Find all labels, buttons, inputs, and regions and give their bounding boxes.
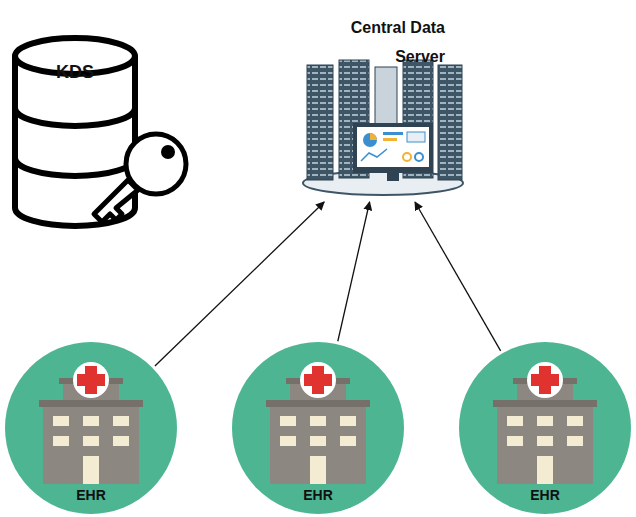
arrow-connector [415, 202, 501, 351]
hospital-node: EHR [232, 342, 404, 514]
hospital-circle [232, 342, 404, 514]
hospital-circle [5, 342, 177, 514]
arrow-connector [338, 202, 370, 341]
server-node: Central Data Server [295, 5, 470, 200]
node-label: KDS [10, 62, 140, 83]
illustration [15, 38, 186, 226]
key-store-node: KDS [10, 30, 200, 240]
illustration [39, 362, 143, 484]
icon-shape [10, 30, 200, 240]
hospital-circle [459, 342, 631, 514]
illustration [493, 362, 597, 484]
illustration [266, 362, 370, 484]
node-label: EHR [5, 487, 177, 503]
node-label: Central Data Server [320, 13, 445, 71]
illustration [303, 60, 463, 195]
hospital-node: EHR [5, 342, 177, 514]
hospital-node: EHR [459, 342, 631, 514]
node-label: EHR [232, 487, 404, 503]
node-label: EHR [459, 487, 631, 503]
arrow-connector [155, 202, 324, 366]
